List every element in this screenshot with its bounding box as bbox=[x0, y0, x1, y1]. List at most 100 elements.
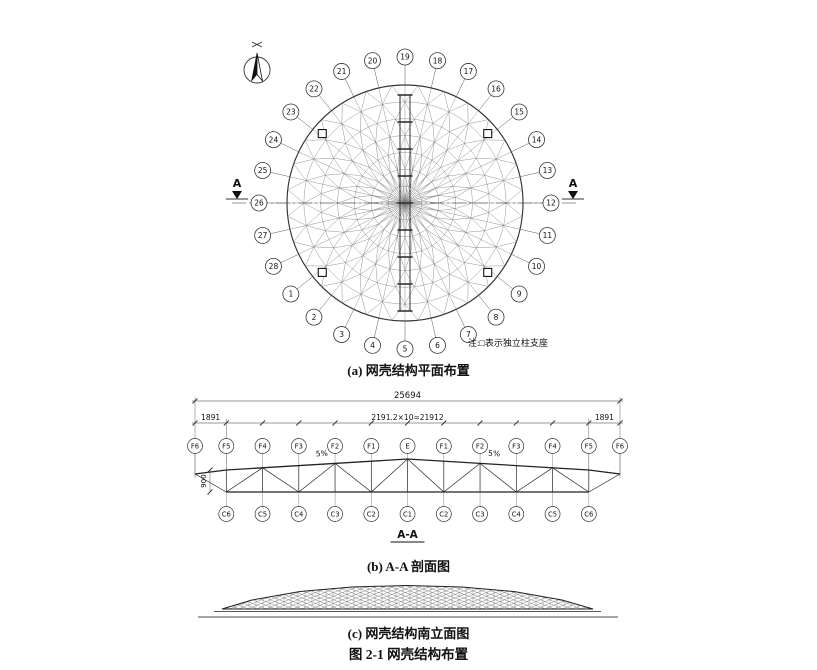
ring-bubble: 24 bbox=[265, 131, 282, 149]
section-marker: A bbox=[226, 177, 248, 200]
svg-text:C3: C3 bbox=[331, 511, 340, 519]
svg-text:A-A: A-A bbox=[397, 529, 418, 541]
svg-text:C6: C6 bbox=[222, 511, 231, 519]
svg-text:25694: 25694 bbox=[394, 391, 421, 401]
svg-text:C1: C1 bbox=[403, 511, 412, 519]
svg-text:10: 10 bbox=[532, 262, 542, 271]
axis-bubble: C3 bbox=[472, 506, 488, 522]
north-arrow-icon bbox=[243, 41, 271, 84]
ring-bubble: 21 bbox=[333, 63, 351, 80]
ring-bubble: 12 bbox=[542, 194, 560, 212]
axis-bubble: F1 bbox=[363, 438, 380, 454]
svg-text:F2: F2 bbox=[331, 443, 339, 451]
axis-bubble: C1 bbox=[399, 506, 416, 522]
svg-text:21: 21 bbox=[337, 67, 347, 76]
axis-bubble: F2 bbox=[472, 438, 488, 454]
svg-text:A: A bbox=[569, 177, 578, 190]
svg-text:C5: C5 bbox=[548, 511, 557, 519]
ring-bubble: 6 bbox=[429, 336, 446, 354]
svg-text:16: 16 bbox=[491, 85, 501, 94]
axis-bubble: C4 bbox=[290, 506, 307, 522]
axis-bubble: C5 bbox=[254, 506, 271, 522]
support-square bbox=[483, 267, 493, 277]
svg-text:22: 22 bbox=[309, 85, 319, 94]
ring-bubble: 3 bbox=[333, 326, 351, 343]
axis-bubble: F3 bbox=[508, 438, 525, 454]
svg-text:19: 19 bbox=[400, 53, 410, 62]
axis-bubble: F5 bbox=[218, 438, 235, 454]
ring-bubble: 25 bbox=[254, 162, 272, 179]
ring-bubble: 19 bbox=[396, 48, 414, 66]
svg-text:14: 14 bbox=[532, 135, 542, 144]
svg-text:7: 7 bbox=[466, 330, 471, 339]
axis-bubble: F1 bbox=[435, 438, 452, 454]
svg-text:1891: 1891 bbox=[595, 413, 614, 422]
svg-text:28: 28 bbox=[269, 262, 279, 271]
svg-text:F3: F3 bbox=[295, 443, 303, 451]
svg-text:5%: 5% bbox=[488, 449, 501, 459]
svg-text:15: 15 bbox=[514, 108, 524, 117]
axis-bubble: F6 bbox=[612, 438, 628, 454]
ring-bubble: 5 bbox=[396, 340, 414, 358]
ring-bubble: 28 bbox=[265, 257, 282, 275]
svg-text:A: A bbox=[233, 177, 242, 190]
ring-bubble: 8 bbox=[487, 308, 505, 326]
axis-bubble: E bbox=[399, 438, 416, 454]
column-supports bbox=[317, 129, 493, 277]
axis-bubble: C2 bbox=[363, 506, 380, 522]
svg-text:F1: F1 bbox=[440, 443, 448, 451]
elevation-view bbox=[198, 584, 618, 618]
svg-text:C2: C2 bbox=[439, 511, 448, 519]
svg-text:24: 24 bbox=[269, 135, 279, 144]
axis-bubble: C3 bbox=[327, 506, 343, 522]
svg-text:3: 3 bbox=[339, 330, 344, 339]
svg-text:18: 18 bbox=[433, 56, 443, 65]
axis-bubble: C2 bbox=[435, 506, 452, 522]
axis-bubble: F4 bbox=[544, 438, 561, 454]
svg-text:6: 6 bbox=[435, 341, 440, 350]
truss bbox=[194, 458, 621, 493]
figure-title: 图 2-1 网壳结构布置 bbox=[348, 647, 469, 662]
axis-bubble: F6 bbox=[187, 438, 203, 454]
svg-text:4: 4 bbox=[370, 341, 375, 350]
svg-text:5: 5 bbox=[403, 345, 408, 354]
ring-bubble: 15 bbox=[510, 103, 528, 121]
ring-bubble: 27 bbox=[254, 227, 272, 244]
svg-text:F4: F4 bbox=[258, 443, 266, 451]
svg-text:25: 25 bbox=[258, 166, 268, 175]
axis-bubble: F3 bbox=[290, 438, 307, 454]
svg-text:C6: C6 bbox=[584, 511, 593, 519]
ring-bubble: 13 bbox=[538, 162, 556, 179]
axis-bubble: C5 bbox=[544, 506, 561, 522]
svg-text:12: 12 bbox=[546, 199, 556, 208]
ring-bubble: 22 bbox=[305, 80, 323, 98]
ring-bubble: 1 bbox=[282, 285, 300, 303]
svg-text:11: 11 bbox=[543, 231, 553, 240]
svg-text:17: 17 bbox=[464, 67, 474, 76]
caption-elevation: (c) 网壳结构南立面图 bbox=[347, 626, 470, 641]
ring-bubble: 7 bbox=[459, 326, 477, 343]
svg-text:2191.2×10=21912: 2191.2×10=21912 bbox=[371, 413, 443, 422]
ring-bubble: 26 bbox=[250, 194, 268, 212]
axis-bubble: F4 bbox=[254, 438, 271, 454]
svg-text:F6: F6 bbox=[191, 443, 199, 451]
support-square bbox=[483, 129, 493, 139]
center-skylight bbox=[397, 94, 413, 312]
support-square bbox=[317, 267, 327, 277]
caption-section: (b) A-A 剖面图 bbox=[366, 559, 451, 574]
svg-text:1: 1 bbox=[288, 290, 293, 299]
caption-plan: (a) 网壳结构平面布置 bbox=[347, 363, 470, 378]
svg-text:2: 2 bbox=[312, 313, 317, 322]
elevation-mesh bbox=[222, 585, 593, 609]
svg-text:F4: F4 bbox=[548, 443, 556, 451]
svg-text:C2: C2 bbox=[367, 511, 376, 519]
svg-text:E: E bbox=[405, 443, 409, 451]
svg-text:5%: 5% bbox=[316, 449, 329, 459]
dome-mesh bbox=[286, 84, 524, 322]
